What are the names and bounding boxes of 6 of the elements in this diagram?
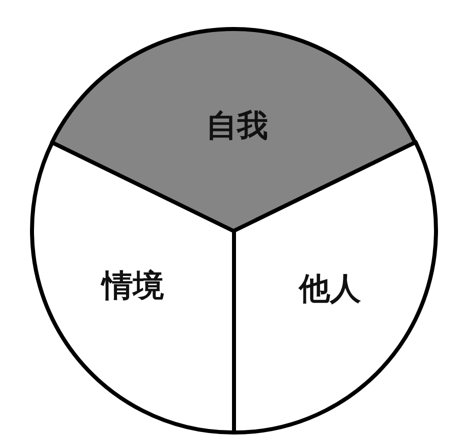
- circle-sector: [232, 140, 438, 435]
- sector-label: 自我: [206, 108, 268, 144]
- circle-sector: [50, 27, 418, 233]
- sector-label: 情境: [102, 268, 164, 304]
- sector-label: 他人: [299, 272, 361, 306]
- circle-sector: [30, 140, 236, 435]
